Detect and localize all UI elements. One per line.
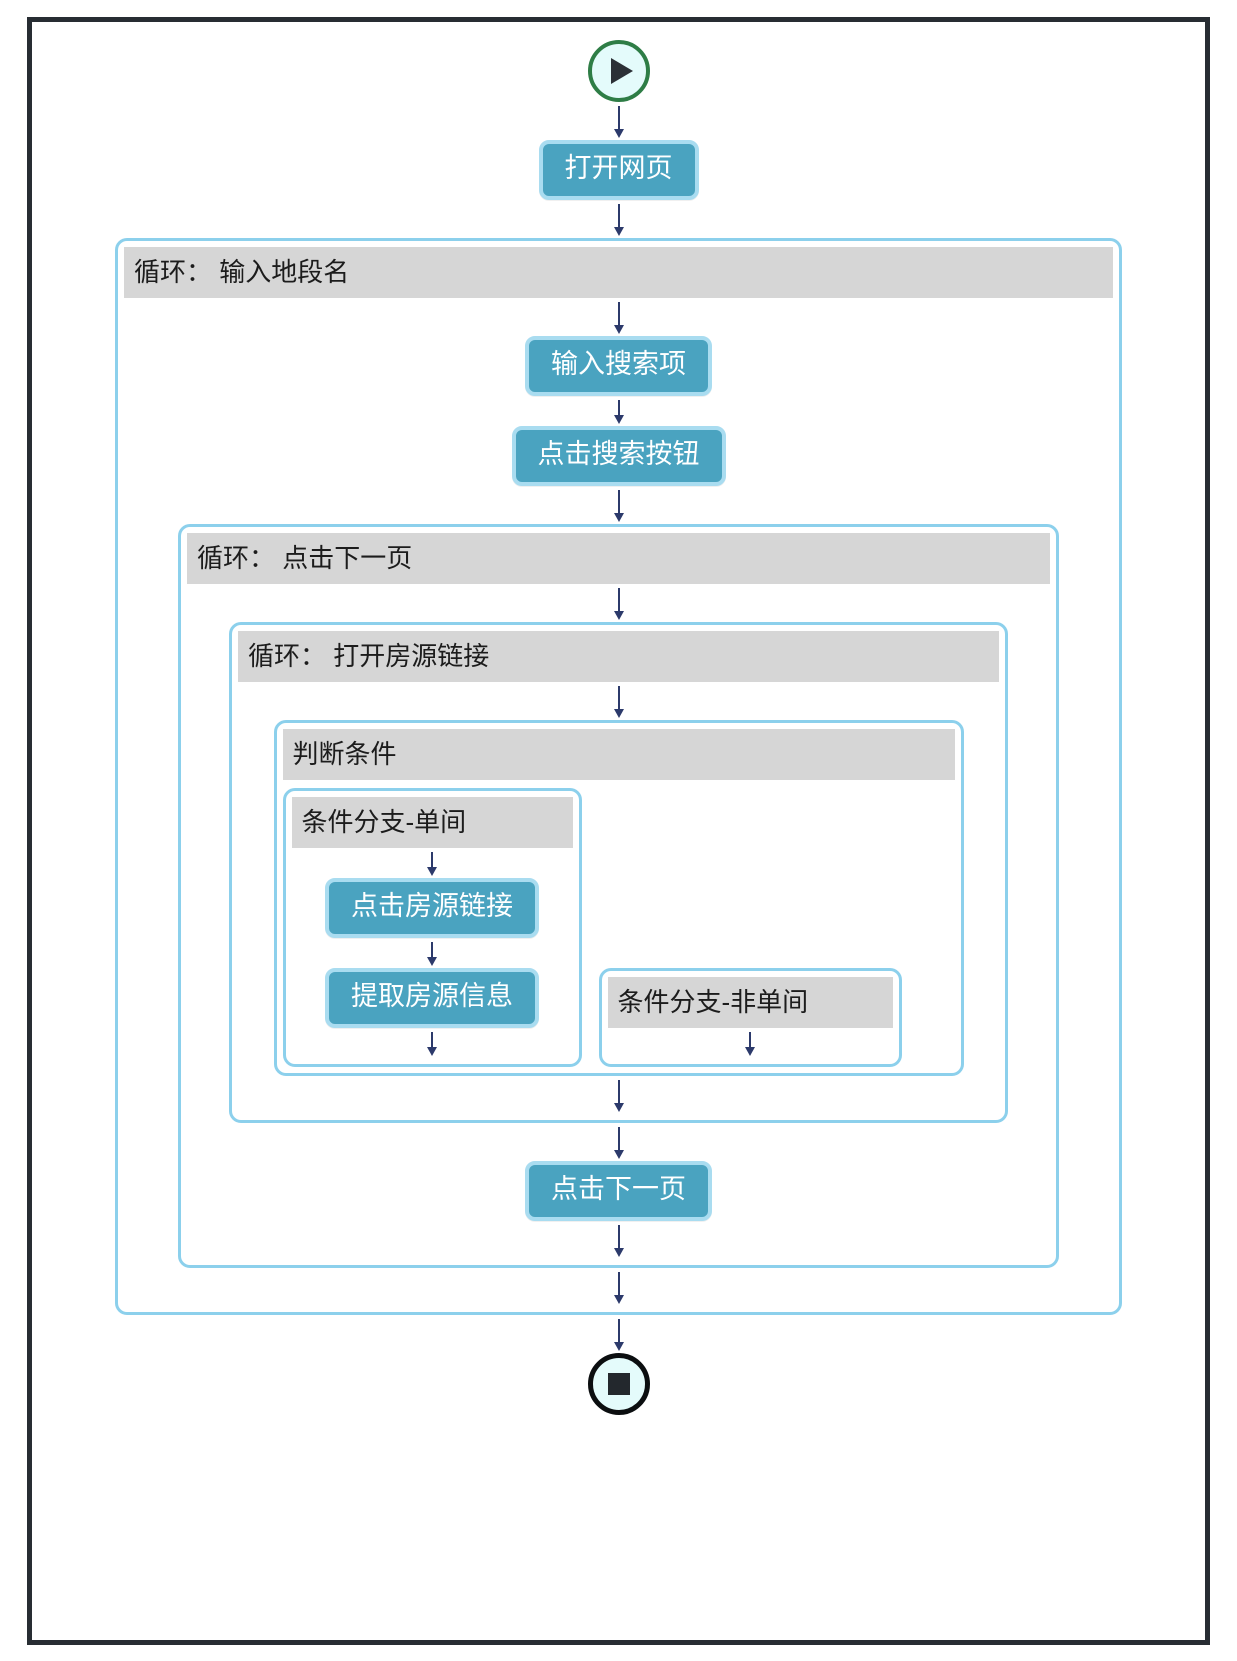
condition-header: 判断条件 [282, 729, 955, 780]
loop-body-next-page: 循环： 打开房源链接 判断条件 [187, 584, 1050, 1259]
connector-arrow [612, 396, 626, 426]
branch-body-not-single-room [608, 1028, 893, 1058]
condition-container[interactable]: 判断条件 条件分支-单间 点击房源链接 [273, 720, 964, 1076]
connector-arrow [612, 486, 626, 524]
loop-header-next-page: 循环： 点击下一页 [187, 533, 1050, 584]
connector-arrow [425, 1028, 439, 1058]
connector-arrow [612, 1123, 626, 1161]
branch-container-not-single-room[interactable]: 条件分支-非单间 [598, 968, 902, 1067]
diagram-canvas: 打开网页 循环： 输入地段名 输入搜索项 点击搜索按钮 循环： 点击下一页 [32, 22, 1205, 1640]
loop-body-open-listing: 判断条件 条件分支-单间 点击房源链接 [238, 682, 999, 1114]
connector-arrow [425, 938, 439, 968]
loop-container-open-listing[interactable]: 循环： 打开房源链接 判断条件 [229, 622, 1008, 1123]
branch-header-not-single-room: 条件分支-非单间 [607, 977, 893, 1028]
branch-container-single-room[interactable]: 条件分支-单间 点击房源链接 提取房源信息 [282, 788, 582, 1067]
loop-header-open-listing: 循环： 打开房源链接 [238, 631, 999, 682]
connector-arrow [612, 200, 626, 238]
node-extract-listing-info[interactable]: 提取房源信息 [325, 968, 539, 1028]
connector-arrow [612, 1268, 626, 1306]
connector-arrow [612, 102, 626, 140]
loop-body-input-district: 输入搜索项 点击搜索按钮 循环： 点击下一页 循环： 打开房源链接 [124, 298, 1113, 1306]
end-node[interactable] [587, 1353, 650, 1415]
connector-arrow [612, 298, 626, 336]
loop-container-input-district[interactable]: 循环： 输入地段名 输入搜索项 点击搜索按钮 循环： 点击下一页 [115, 238, 1122, 1315]
stop-icon [607, 1373, 630, 1395]
loop-container-next-page[interactable]: 循环： 点击下一页 循环： 打开房源链接 判断条件 [178, 524, 1059, 1268]
node-click-search[interactable]: 点击搜索按钮 [511, 426, 726, 486]
connector-arrow [612, 1221, 626, 1259]
connector-arrow [612, 584, 626, 622]
connector-arrow [425, 848, 439, 878]
connector-arrow [612, 682, 626, 720]
node-click-next-page[interactable]: 点击下一页 [525, 1161, 712, 1221]
node-open-page[interactable]: 打开网页 [538, 140, 699, 200]
play-icon [611, 58, 633, 84]
node-input-search[interactable]: 输入搜索项 [525, 336, 712, 396]
branch-header-single-room: 条件分支-单间 [291, 797, 573, 848]
connector-arrow [612, 1315, 626, 1353]
connector-arrow [743, 1028, 757, 1058]
condition-branch-row: 条件分支-单间 点击房源链接 提取房源信息 [282, 780, 955, 1067]
start-node[interactable] [587, 40, 650, 102]
branch-body-single-room: 点击房源链接 提取房源信息 [292, 848, 573, 1058]
loop-header-input-district: 循环： 输入地段名 [124, 247, 1113, 298]
connector-arrow [612, 1076, 626, 1114]
node-click-listing-link[interactable]: 点击房源链接 [325, 878, 539, 938]
diagram-frame: 打开网页 循环： 输入地段名 输入搜索项 点击搜索按钮 循环： 点击下一页 [27, 17, 1210, 1645]
